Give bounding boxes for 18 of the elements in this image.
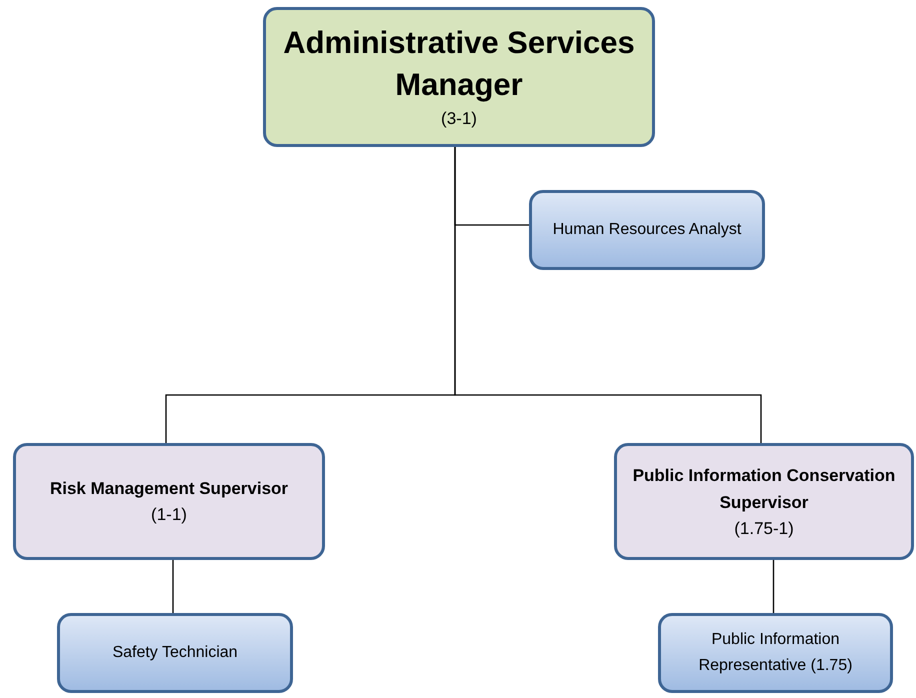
position-title: Public Information Conservation Supervisor <box>632 464 896 514</box>
position-box <box>658 613 893 693</box>
connector-line <box>454 147 762 443</box>
position-code: (3-1) <box>441 108 477 130</box>
position-box <box>529 190 765 270</box>
supervisor-box <box>263 7 655 147</box>
position-box <box>57 613 293 693</box>
position-title: Human Resources Analyst <box>552 220 742 240</box>
position-title: Risk Management Supervisor <box>50 478 288 500</box>
position-title: Administrative Services Manager <box>282 24 636 104</box>
connector-line <box>772 560 774 613</box>
position-title: Public Information Representative (1.75) <box>698 630 854 676</box>
position-code: (1-1) <box>151 504 187 526</box>
position-code: (1.75-1) <box>734 518 794 540</box>
supervisor-box <box>614 443 914 560</box>
position-title: Safety Technician <box>112 643 238 664</box>
supervisor-box <box>13 443 325 560</box>
connector-line <box>172 560 174 613</box>
